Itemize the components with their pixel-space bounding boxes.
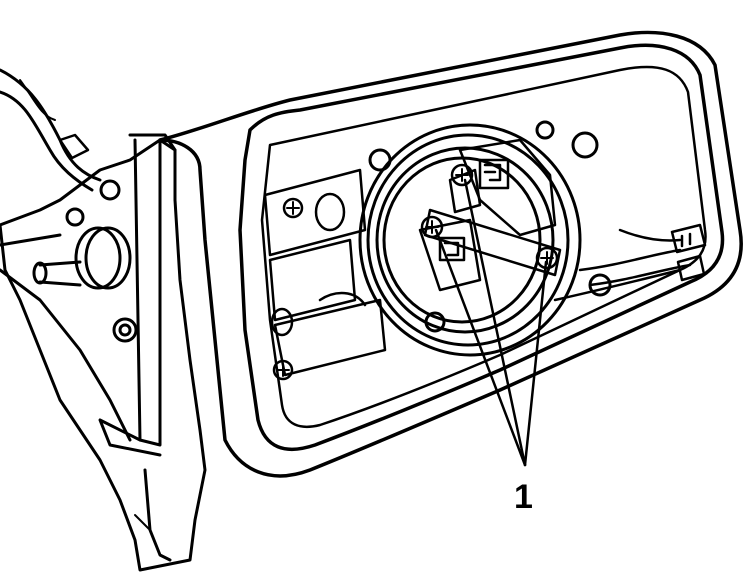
connector-plug (670, 223, 707, 282)
motor-mechanism (418, 138, 562, 292)
wiring-harness (0, 68, 102, 192)
callout-leader-lines (434, 178, 548, 467)
mirror-base-mount (0, 133, 207, 572)
adjuster-knob (32, 179, 138, 343)
callout-label-1: 1 (514, 478, 533, 516)
internal-bracket (263, 168, 387, 381)
